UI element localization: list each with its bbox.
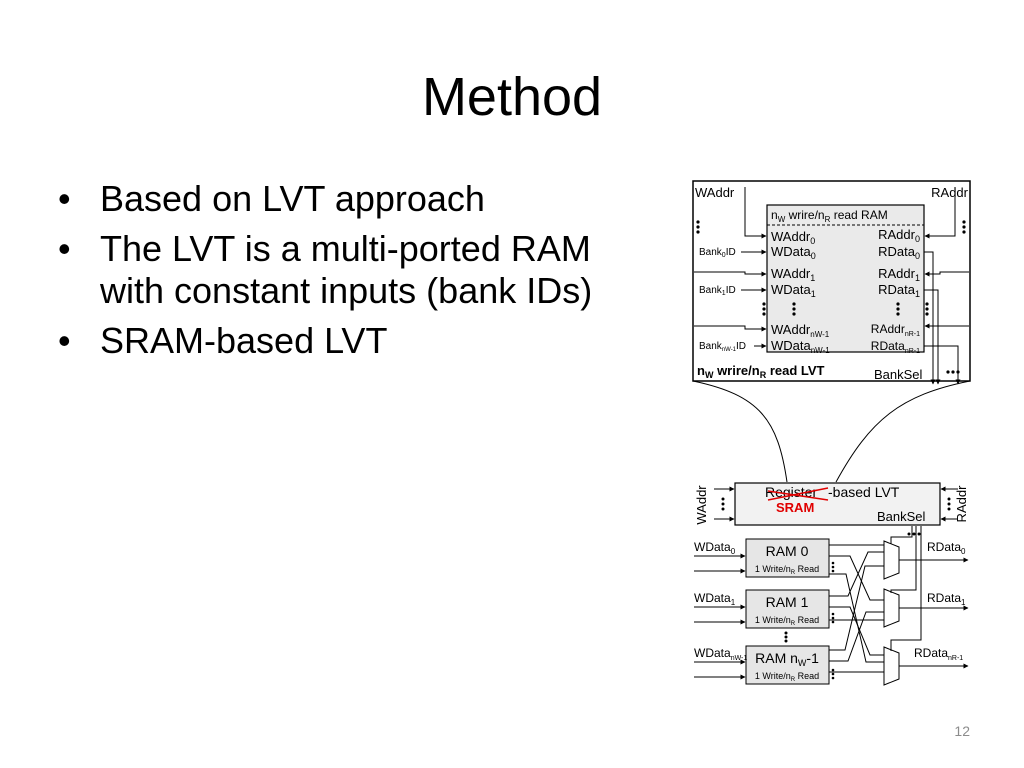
ram-block-n: [745, 645, 830, 685]
bullet-text: SRAM-based LVT: [100, 320, 388, 361]
bullet-dot: •: [58, 320, 71, 361]
banksel-label: BankSel: [874, 367, 923, 382]
bank-id-0: Bank0ID: [699, 247, 736, 259]
mux-1: [883, 588, 900, 628]
waddr-vertical-label: WAddr: [694, 485, 709, 525]
ram-block-0: [745, 538, 830, 578]
bullet-dot: •: [58, 228, 71, 269]
bullet-dot: •: [58, 178, 71, 219]
ram-ports-1: 1 Write/nR Read: [755, 615, 819, 627]
bullet-text-line-2: with constant inputs (bank IDs): [100, 270, 593, 311]
ram-title: nW wrire/nR read RAM: [771, 208, 888, 224]
wdata-port-1: WData1: [771, 282, 816, 299]
bullet-text: Based on LVT approach: [100, 178, 485, 219]
mux-0: [883, 540, 900, 580]
strike-mark-b: [767, 487, 829, 501]
wdata-port-0: WData0: [771, 244, 816, 261]
bullet-item: • The LVT is a multi-ported RAM with con…: [58, 228, 678, 312]
bank-id-n: BanknW-1ID: [699, 341, 746, 353]
ram-block-1: [745, 589, 830, 629]
lvt-outer-box: [692, 180, 971, 382]
raddr-port-0: RAddr0: [878, 227, 920, 244]
zoom-connector-curves: [692, 380, 971, 483]
mux-n: [883, 646, 900, 686]
wdata-label-0: WData0: [694, 540, 736, 556]
banksel-bottom-label: BankSel: [877, 509, 926, 524]
waddr-port-1: WAddr1: [771, 266, 815, 283]
lvt-rest-text: -based LVT: [828, 484, 900, 500]
raddr-port-1: RAddr1: [878, 266, 920, 283]
raddr-label: RAddr: [931, 185, 969, 200]
rdata-port-0: RData0: [878, 244, 920, 261]
page-number: 12: [954, 723, 970, 739]
bullet-list: • Based on LVT approach • The LVT is a m…: [58, 178, 678, 370]
ram-name-1: RAM 1: [766, 594, 809, 610]
ram-ports-n: 1 Write/nR Read: [755, 671, 819, 683]
raddr-vertical-label: RAddr: [954, 485, 969, 523]
wdata-port-n: WDatanW-1: [771, 338, 830, 355]
rdata-port-1: RData1: [878, 282, 920, 299]
rdata-label-n: RDatanR-1: [914, 646, 963, 662]
raddr-port-n: RAddrnR-1: [871, 322, 920, 338]
ram-ports-0: 1 Write/nR Read: [755, 564, 819, 576]
waddr-label: WAddr: [695, 185, 735, 200]
sram-lvt-box: [734, 482, 941, 526]
rdata-label-0: RData0: [927, 540, 966, 556]
bullet-item: • Based on LVT approach: [58, 178, 678, 220]
bullet-text-line-1: The LVT is a multi-ported RAM: [100, 228, 591, 269]
ram-name-0: RAM 0: [766, 543, 809, 559]
wdata-label-1: WData1: [694, 591, 736, 607]
top-lvt-diagram: WAddr RAddr nW wrire/nR read RAM WAddr0 …: [692, 180, 971, 385]
ram-inner-box: [766, 204, 925, 353]
lvt-struck-text: Register: [765, 484, 817, 500]
bank-id-1: Bank1ID: [699, 285, 736, 297]
waddr-port-n: WAddrnW-1: [771, 322, 830, 339]
ram-name-n: RAM nW-1: [755, 650, 819, 668]
rdata-label-1: RData1: [927, 591, 966, 607]
bottom-memory-diagram: WAddr RAddr Register -based LVT SRAM Ban…: [694, 482, 969, 686]
strike-mark-a: [767, 490, 829, 501]
sram-label: SRAM: [776, 500, 814, 515]
slide-title: Method: [421, 67, 603, 127]
rdata-port-n: RDatanR-1: [871, 339, 920, 355]
wdata-label-n: WDatanW-1: [694, 646, 747, 662]
waddr-port-0: WAddr0: [771, 229, 815, 246]
lvt-label: nW wrire/nR read LVT: [697, 363, 825, 380]
bullet-item: • SRAM-based LVT: [58, 320, 678, 362]
